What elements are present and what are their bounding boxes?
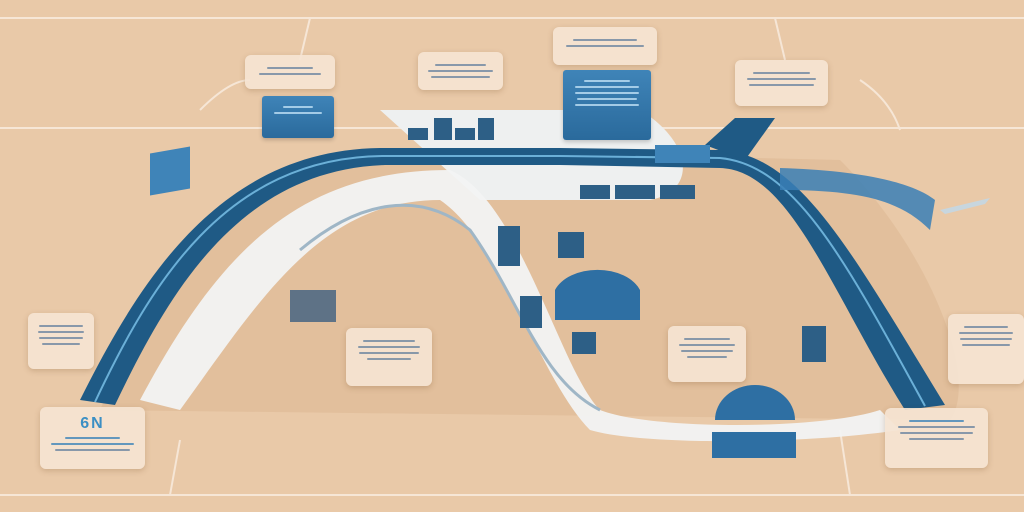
main-track-right xyxy=(560,148,945,410)
station-buildings xyxy=(290,118,826,362)
main-track-right-inner xyxy=(559,155,926,407)
info-card-bottom-left: 6N xyxy=(40,407,145,469)
info-card-top-right xyxy=(735,60,828,106)
hub-dome xyxy=(715,385,795,420)
grid-lines xyxy=(0,17,1024,496)
info-card-right xyxy=(948,314,1024,384)
info-card-top-center xyxy=(418,52,503,90)
airplane-icon xyxy=(940,198,990,214)
round-sign xyxy=(555,269,640,320)
info-card-left xyxy=(28,313,94,369)
info-panel-blue-center xyxy=(563,70,651,140)
hub-base xyxy=(712,432,796,458)
right-track-end xyxy=(780,168,935,230)
lower-curve-track xyxy=(299,203,601,412)
left-panel xyxy=(150,146,190,196)
info-card-center-right xyxy=(668,326,746,382)
info-panel-blue-left xyxy=(262,96,334,138)
info-card-center-left xyxy=(346,328,432,386)
info-card-top-left xyxy=(245,55,335,89)
upper-track-branch xyxy=(705,118,775,160)
info-card-top xyxy=(553,27,657,65)
main-track-left-inner xyxy=(94,155,560,403)
main-track-left xyxy=(80,148,560,405)
info-card-bottom-right xyxy=(885,408,988,468)
callout-label: 6N xyxy=(80,415,105,432)
